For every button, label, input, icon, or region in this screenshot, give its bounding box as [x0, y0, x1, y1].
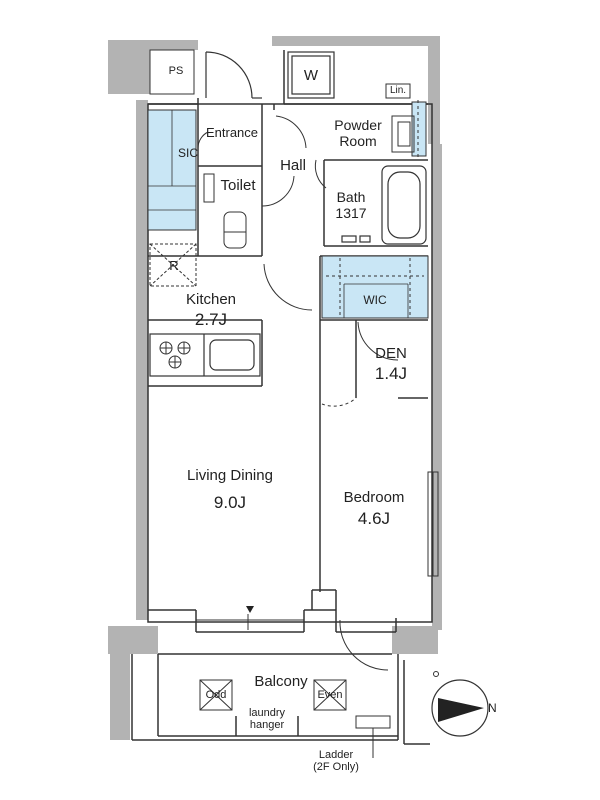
kitchen-size-label: 2.7J [194, 310, 228, 329]
refrigerator-label: R [169, 258, 179, 273]
odd-drain-label: Odd [205, 689, 227, 701]
powder-room-label-1: Powder [334, 117, 382, 133]
living-dining-label: Living Dining [187, 467, 273, 484]
bath-size-label: 1317 [335, 205, 367, 221]
bedroom-size-label: 4.6J [357, 509, 391, 528]
linen-cabinet [385, 83, 411, 99]
stove-burners [159, 341, 191, 369]
den-label: DEN [375, 345, 407, 362]
entrance-door[interactable] [205, 51, 262, 99]
windows [196, 471, 439, 630]
dashed-rails [326, 100, 424, 318]
kitchen-counter [149, 333, 261, 377]
bath-label: Bath [336, 189, 366, 205]
living-dining-size-label: 9.0J [213, 493, 247, 512]
powder-sink [391, 115, 415, 153]
sic-label: SIC [177, 146, 199, 160]
wic-label: WIC [363, 293, 387, 307]
drains [199, 679, 391, 758]
washer-label: W [303, 67, 319, 84]
hall-label: Hall [280, 157, 306, 174]
shelf-lines [148, 110, 409, 318]
entry-marker [246, 606, 254, 613]
powder-room-label-2: Room [339, 133, 377, 149]
balcony-outline [110, 653, 430, 745]
interior-walls [147, 50, 433, 633]
kitchen-label: Kitchen [185, 291, 237, 308]
linen-label: Lin. [389, 85, 407, 96]
ps-label: PS [168, 65, 184, 77]
den-size-label: 1.4J [374, 364, 408, 383]
laundry-hanger-label-1: laundry [248, 707, 286, 719]
toilet-label: Toilet [220, 177, 256, 194]
corner-mark [433, 671, 439, 677]
laundry-hanger-label-2: hanger [249, 719, 285, 731]
compass-icon [431, 679, 489, 737]
ladder-label-2: (2F Only) [313, 761, 359, 773]
balcony-label: Balcony [254, 673, 308, 690]
even-drain-label: Even [317, 689, 343, 701]
compass-north-label: N [488, 701, 497, 715]
bathtub [341, 165, 427, 245]
ps-shaft [149, 49, 195, 95]
hall-doors [197, 115, 399, 671]
bedroom-label: Bedroom [343, 489, 405, 506]
ladder-label-1: Ladder [318, 749, 354, 761]
toilet-fixture [203, 173, 247, 249]
exterior-walls [108, 36, 442, 654]
entrance-label: Entrance [205, 125, 259, 140]
washer-space [287, 51, 335, 99]
refrigerator [149, 243, 197, 287]
